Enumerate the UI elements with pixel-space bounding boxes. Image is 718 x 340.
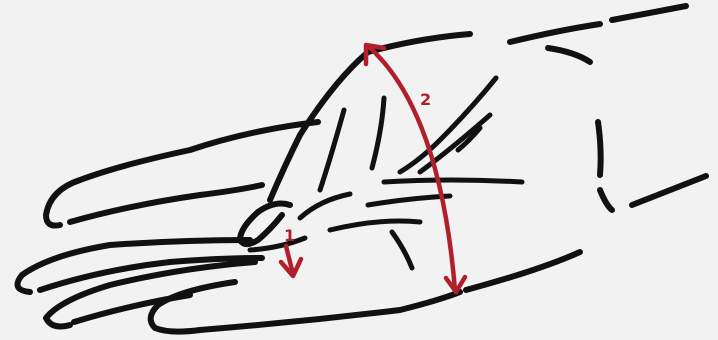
forearm-top-edge bbox=[612, 6, 686, 20]
forearm-top-edge-2 bbox=[510, 24, 600, 42]
crease-palm-cross bbox=[384, 180, 522, 182]
arrow-1-label: 1 bbox=[284, 226, 295, 245]
arrow-1: 1 bbox=[281, 226, 301, 276]
hand-outline bbox=[18, 6, 707, 332]
wrist-crease-middle bbox=[598, 122, 601, 175]
crease-life-line bbox=[368, 196, 450, 205]
crease-palm-lower bbox=[392, 232, 412, 268]
palm-bottom-edge bbox=[200, 292, 460, 330]
forearm-bottom-edge bbox=[632, 176, 706, 205]
crease-thumb-base-1 bbox=[372, 98, 384, 168]
wrist-crease-lower bbox=[600, 190, 612, 210]
crease-thumb-web bbox=[300, 194, 350, 218]
arrow-2-arc bbox=[368, 46, 455, 290]
little-finger-top bbox=[151, 282, 235, 332]
index-finger-bottom bbox=[70, 185, 262, 222]
crease-thumb-base-2 bbox=[320, 110, 344, 190]
wrist-bottom-edge bbox=[466, 252, 580, 290]
index-finger-top bbox=[46, 122, 318, 226]
arrow-2: 2 bbox=[366, 45, 465, 292]
crease-palm-base bbox=[330, 221, 420, 230]
wrist-crease-upper bbox=[548, 48, 590, 62]
arrow-2-label: 2 bbox=[420, 90, 431, 109]
